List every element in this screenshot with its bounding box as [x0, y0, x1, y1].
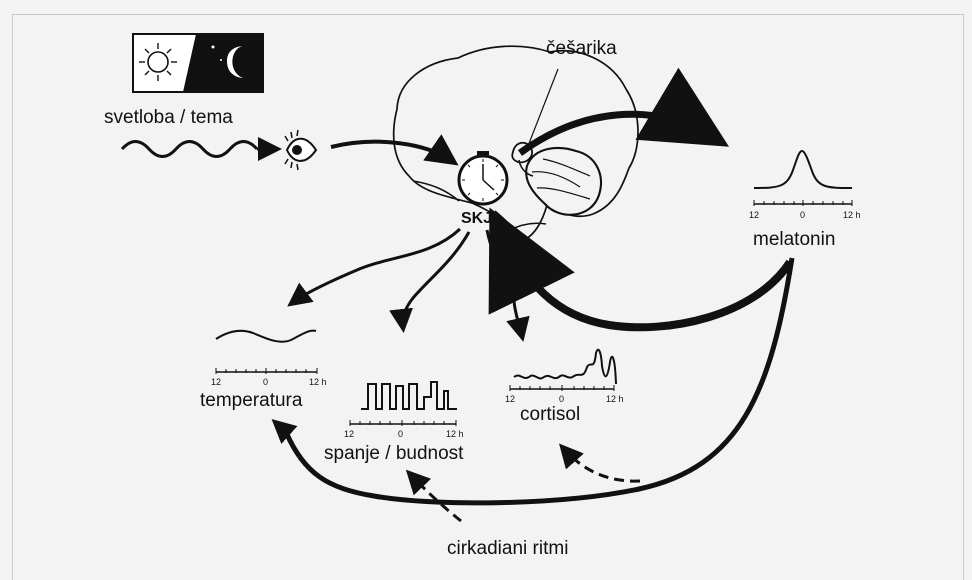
melatonin-axis-right: 12 h — [843, 210, 861, 220]
melatonin-label: melatonin — [753, 229, 835, 250]
sleep-wake-axis-left: 12 — [344, 429, 354, 439]
brain-outline — [392, 45, 639, 244]
light-wave — [120, 140, 259, 158]
circadian-label: cirkadiani ritmi — [447, 538, 568, 559]
temperature-axis-center: 0 — [263, 377, 268, 387]
temperature-axis-left: 12 — [211, 377, 221, 387]
cortisol-axis-left: 12 — [505, 394, 515, 404]
sun-icon — [139, 43, 177, 81]
moon-icon — [211, 45, 243, 78]
clock-icon — [457, 151, 509, 206]
temperature-label: temperatura — [200, 390, 303, 411]
cortisol-axis-center: 0 — [559, 394, 564, 404]
melatonin-axis-left: 12 — [749, 210, 759, 220]
temperature-axis-right: 12 h — [309, 377, 327, 387]
light-dark-label: svetloba / tema — [104, 107, 233, 128]
sleep-wake-label: spanje / budnost — [324, 443, 464, 464]
sleep-wake-axis-right: 12 h — [446, 429, 464, 439]
cortisol-axis-right: 12 h — [606, 394, 624, 404]
cortisol-label: cortisol — [520, 404, 580, 425]
sleep-wake-chart: 12 0 12 h — [344, 381, 464, 439]
cortisol-chart: 12 0 12 h — [505, 348, 624, 404]
pineal-label: češarika — [546, 38, 617, 59]
melatonin-chart: 12 0 12 h — [749, 149, 861, 220]
sun-moon-box — [132, 33, 264, 93]
eye-icon — [284, 129, 318, 171]
temperature-chart: 12 0 12 h — [211, 329, 327, 387]
pineal-gland-icon — [511, 141, 534, 177]
melatonin-axis-center: 0 — [800, 210, 805, 220]
diagram-frame — [12, 14, 964, 580]
sleep-wake-axis-center: 0 — [398, 429, 403, 439]
scn-label: SKJ — [461, 210, 492, 227]
